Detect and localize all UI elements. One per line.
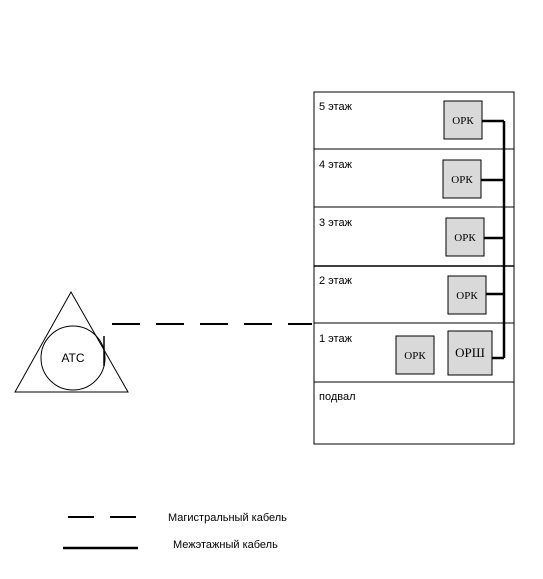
svg-text:ОРШ: ОРШ [455, 345, 485, 360]
atc-triangle [14, 290, 129, 393]
floor-label-2: 2 этаж [319, 275, 353, 287]
legend: Магистральный кабель Межэтажный кабель [63, 512, 287, 551]
ork-box-floor-4: ОРК [442, 159, 482, 199]
svg-text:ОРК: ОРК [404, 350, 426, 362]
floor-label-4: 4 этаж [319, 159, 353, 171]
svg-text:ОРК: ОРК [456, 290, 478, 302]
ork-box-floor-2: ОРК [447, 275, 487, 315]
orsh-box-floor-1: ОРШ [447, 330, 493, 376]
ork-box-floor-3: ОРК [445, 217, 485, 257]
floor-label-basement: подвал [319, 391, 356, 403]
atc-label: АТС [61, 351, 84, 365]
legend-riser-label: Межэтажный кабель [173, 539, 278, 551]
ork-box-floor-5: ОРК [443, 100, 483, 140]
svg-text:ОРК: ОРК [452, 115, 474, 127]
svg-text:ОРК: ОРК [451, 174, 473, 186]
floor-label-5: 5 этаж [319, 101, 353, 113]
building: 5 этаж 4 этаж 3 этаж 2 этаж 1 этаж подва… [313, 91, 515, 445]
svg-text:ОРК: ОРК [454, 232, 476, 244]
ork-box-floor-1: ОРК [395, 335, 435, 375]
atc-station: АТС [14, 290, 129, 393]
atc-circle [40, 325, 106, 391]
riser-cable [481, 119, 506, 360]
legend-trunk-label: Магистральный кабель [168, 512, 287, 524]
floor-label-3: 3 этаж [319, 217, 353, 229]
floor-label-1: 1 этаж [319, 333, 353, 345]
building-outline [313, 91, 515, 445]
